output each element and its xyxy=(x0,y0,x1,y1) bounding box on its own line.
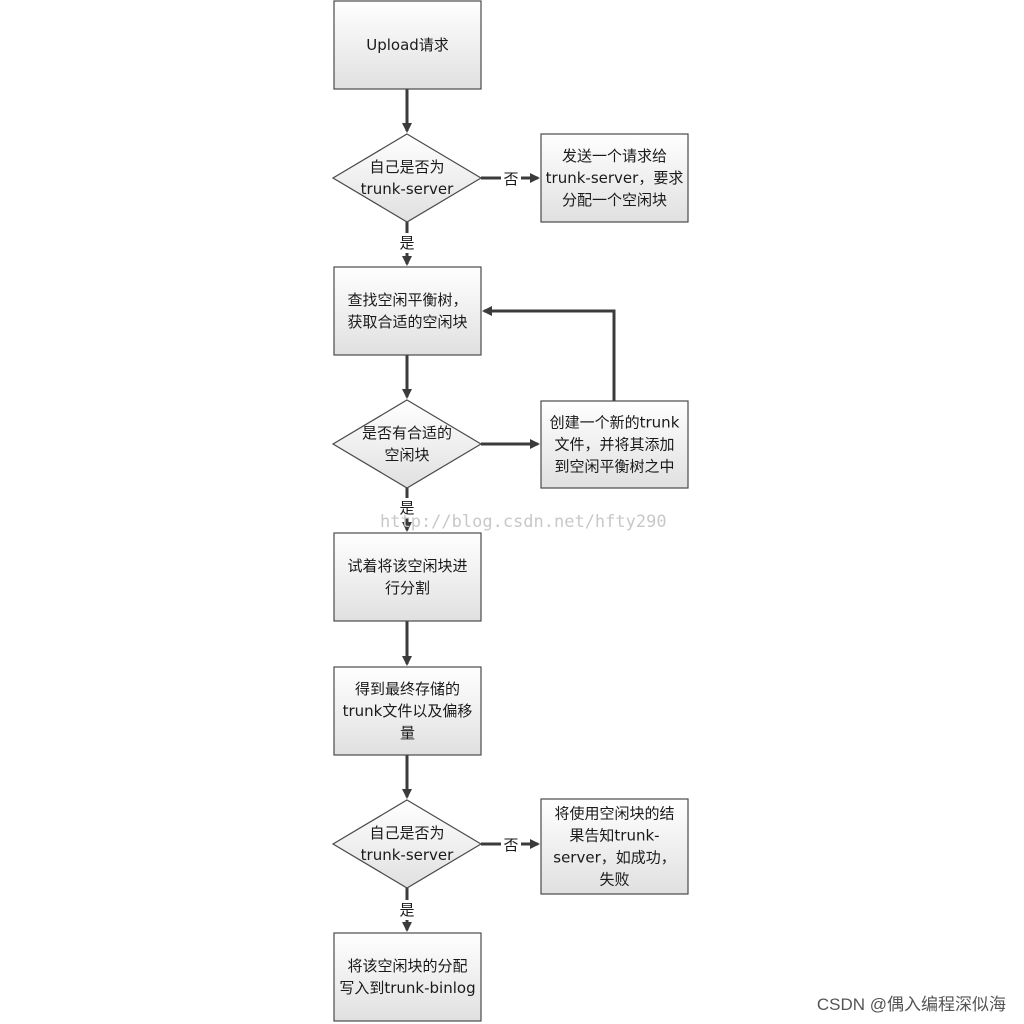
node-label-line: 自己是否为 xyxy=(369,158,444,176)
node-label-line: 到空闲平衡树之中 xyxy=(554,458,674,476)
node-label-line: 试着将该空闲块进 xyxy=(347,557,467,575)
process-box xyxy=(333,666,482,756)
decision-diamond xyxy=(331,399,483,489)
node-label-line: 将该空闲块的分配 xyxy=(347,957,467,975)
watermark-url: http://blog.csdn.net/hfty290 xyxy=(380,512,667,532)
node-label-line: 创建一个新的trunk xyxy=(550,414,680,432)
process-box xyxy=(333,932,482,1022)
process-box xyxy=(540,400,689,489)
node-label-line: 自己是否为 xyxy=(369,824,444,842)
node-label-line: 是否有合适的 xyxy=(362,424,452,442)
edge-label: 否 xyxy=(503,836,518,854)
node-label-line: 行分割 xyxy=(385,579,430,597)
node-label-line: 发送一个请求给 xyxy=(562,147,667,165)
node-label-line: Upload请求 xyxy=(366,36,449,54)
node-label-line: trunk文件以及偏移 xyxy=(343,702,473,720)
process-box xyxy=(540,798,689,895)
node-label-line: 分配一个空闲块 xyxy=(562,191,667,209)
node-label-line: trunk-server xyxy=(361,846,454,864)
edge-label-background xyxy=(501,169,521,189)
node-label-line: 获取合适的空闲块 xyxy=(347,313,467,331)
process-box xyxy=(333,266,482,356)
node-label-line: trunk-server xyxy=(361,180,454,198)
node-label-line: 空闲块 xyxy=(384,446,429,464)
node-label-line: 查找空闲平衡树， xyxy=(347,291,467,309)
edge-label: 否 xyxy=(503,170,518,188)
node-label-line: 量 xyxy=(400,724,415,742)
node-label-line: 失败 xyxy=(599,871,629,889)
node-label-line: server，如成功， xyxy=(553,849,675,867)
edge-label: 是 xyxy=(399,499,414,517)
node-label-line: 果告知trunk- xyxy=(569,827,659,845)
flow-node-d1: 自己是否为 trunk-server xyxy=(331,133,483,223)
edge-label: 是 xyxy=(399,234,414,252)
csdn-credit: CSDN @偶入编程深似海 xyxy=(817,995,1006,1014)
edge-label-background xyxy=(397,900,417,920)
node-label-line: 得到最终存储的 xyxy=(355,680,460,698)
process-box xyxy=(333,0,482,90)
node-label-line: trunk-server，要求 xyxy=(546,169,684,187)
process-box xyxy=(540,133,689,223)
edge-arrow-r2-n2 xyxy=(482,306,616,401)
edge-label-background xyxy=(501,835,521,855)
node-label-line: 文件，并将其添加 xyxy=(554,436,674,454)
flow-node-n2: 查找空闲平衡树， 获取合适的空闲块 xyxy=(333,266,482,356)
decision-diamond xyxy=(331,799,483,889)
edge-label-background xyxy=(397,233,417,253)
edges-layer xyxy=(402,89,616,932)
edge-label-background xyxy=(397,498,417,518)
process-box xyxy=(333,532,482,622)
node-label-line: 写入到trunk-binlog xyxy=(339,979,475,997)
decision-diamond xyxy=(331,133,483,223)
node-label-line: 将使用空闲块的结 xyxy=(554,805,674,823)
edge-label: 是 xyxy=(399,901,414,919)
flow-node-n1: Upload请求 xyxy=(333,0,482,90)
flow-node-d3: 自己是否为 trunk-server xyxy=(331,799,483,889)
